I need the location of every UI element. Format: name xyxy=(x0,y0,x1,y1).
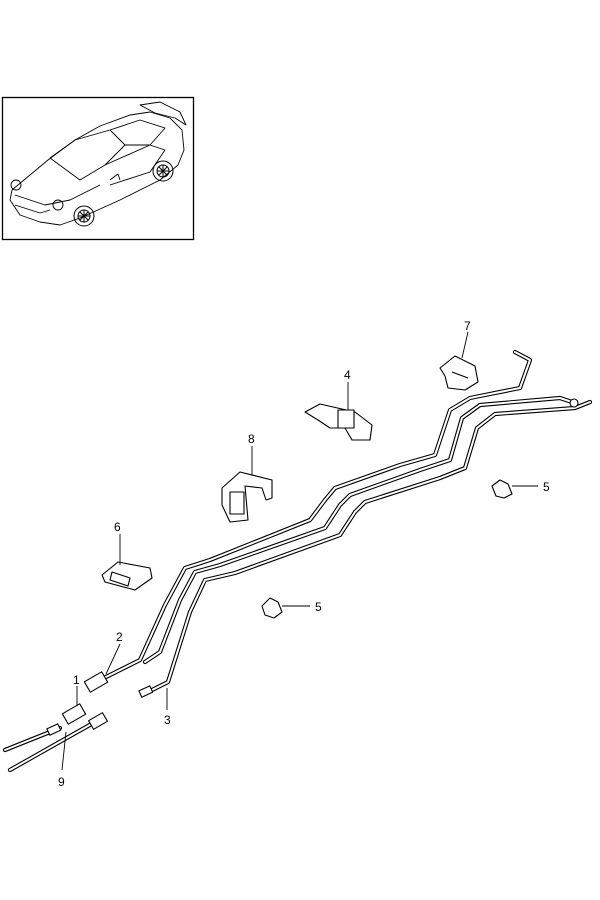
fitting-9 xyxy=(46,712,108,736)
wheel-front xyxy=(73,205,95,227)
callout-1: 1 xyxy=(73,673,80,687)
callout-9: 9 xyxy=(58,775,65,789)
clip-6 xyxy=(101,561,153,591)
fitting-end-right xyxy=(569,398,579,408)
clip-7 xyxy=(439,355,479,391)
callout-5-upper: 5 xyxy=(543,480,550,494)
callout-3: 3 xyxy=(164,713,171,727)
clip-5-upper xyxy=(491,479,513,499)
vehicle-thumbnail xyxy=(1,96,195,241)
callout-4: 4 xyxy=(344,368,351,382)
callout-8: 8 xyxy=(248,432,255,446)
fitting-1 xyxy=(61,703,87,725)
fitting-2 xyxy=(83,671,109,693)
wheel-rear xyxy=(152,160,174,182)
callout-5-lower: 5 xyxy=(315,600,322,614)
fitting-3-end xyxy=(138,685,154,698)
clip-5-lower xyxy=(261,597,283,619)
clip-8 xyxy=(221,471,273,523)
callout-7: 7 xyxy=(464,319,471,333)
fuel-line-bundle xyxy=(2,349,593,773)
clip-4 xyxy=(304,403,373,441)
leader-lines xyxy=(61,331,538,771)
callout-2: 2 xyxy=(116,630,123,644)
callout-6: 6 xyxy=(114,520,121,534)
